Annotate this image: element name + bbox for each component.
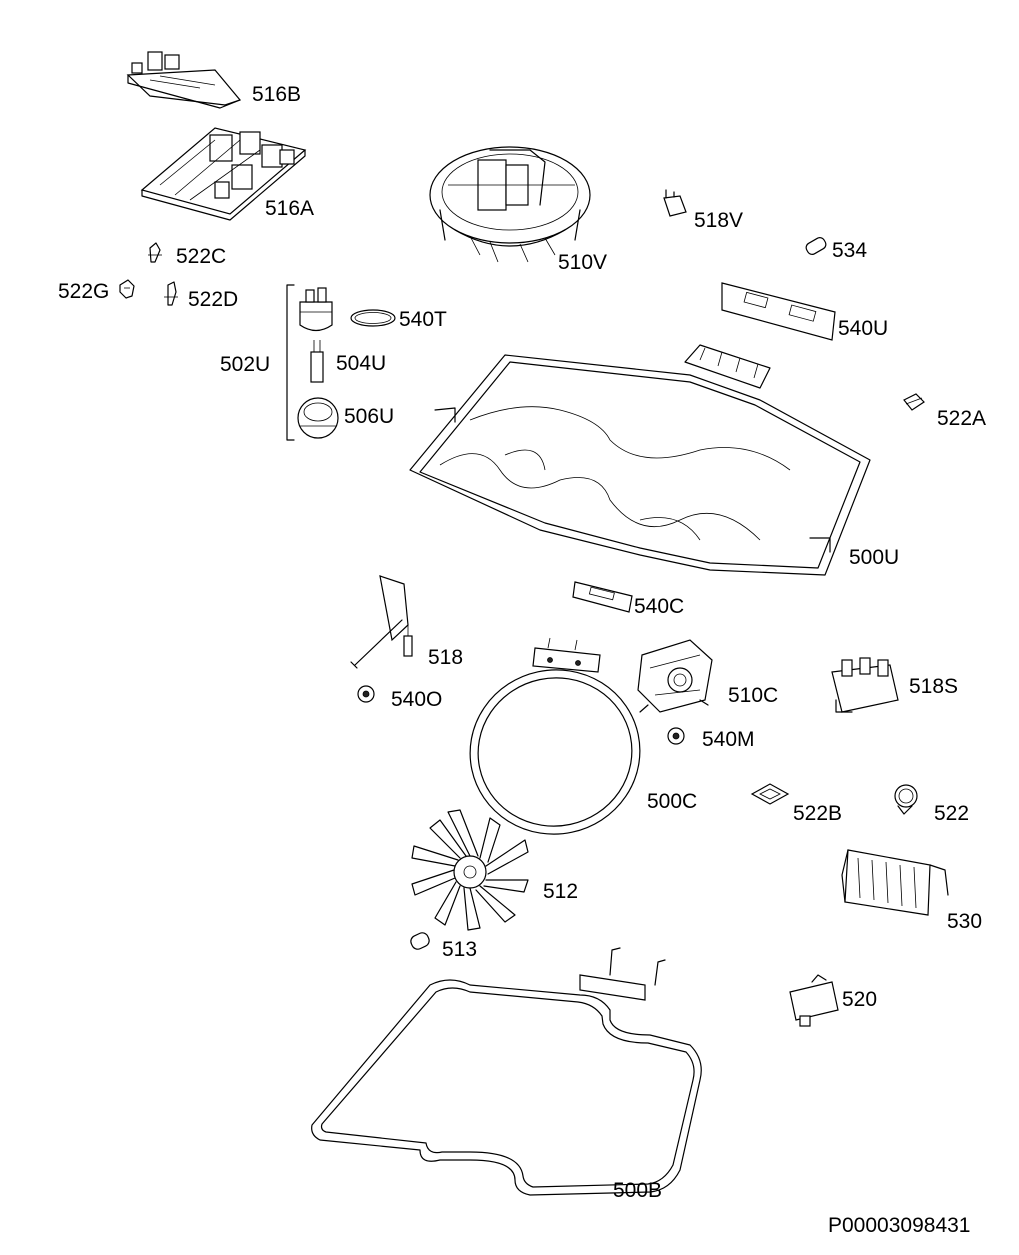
part-506u-lamp-cover — [297, 397, 339, 439]
label-513: 513 — [442, 938, 477, 961]
diagram-code: P00003098431 — [828, 1214, 970, 1237]
label-506u: 506U — [344, 405, 394, 428]
label-512: 512 — [543, 880, 578, 903]
part-520-switch — [789, 974, 839, 1027]
label-540t: 540T — [399, 308, 447, 331]
label-522: 522 — [934, 802, 969, 825]
label-500b: 500B — [613, 1179, 662, 1202]
part-518-thermostat-probe — [350, 575, 413, 669]
label-522c: 522C — [176, 245, 226, 268]
label-516a: 516A — [265, 197, 314, 220]
part-500c-ring-element — [469, 637, 641, 835]
part-518v-thermostat — [663, 189, 687, 217]
label-540m: 540M — [702, 728, 755, 751]
part-522-clamp — [894, 784, 918, 815]
part-540u-gasket-plate — [721, 282, 836, 341]
part-540t-gasket — [350, 309, 396, 327]
part-516a-main-board — [140, 127, 307, 221]
part-500b-bottom-element — [311, 947, 702, 1196]
part-lamp-holder — [299, 287, 333, 332]
part-522g-clip — [119, 279, 135, 299]
label-518s: 518S — [909, 675, 958, 698]
part-510v-cooling-fan — [429, 146, 591, 263]
part-504u-lamp-bulb — [310, 340, 324, 383]
label-504u: 504U — [336, 352, 386, 375]
part-540m-grommet — [667, 727, 685, 745]
label-534: 534 — [832, 239, 867, 262]
label-522b: 522B — [793, 802, 842, 825]
bracket-502u — [286, 284, 295, 441]
label-540u: 540U — [838, 317, 888, 340]
label-500c: 500C — [647, 790, 697, 813]
label-522a: 522A — [937, 407, 986, 430]
part-540c-gasket — [572, 581, 633, 613]
part-522d-clip — [164, 281, 178, 306]
label-510c: 510C — [728, 684, 778, 707]
label-502u: 502U — [220, 353, 270, 376]
label-500u: 500U — [849, 546, 899, 569]
label-530: 530 — [947, 910, 982, 933]
label-520: 520 — [842, 988, 877, 1011]
part-530-terminal-block — [841, 849, 949, 916]
label-516b: 516B — [252, 83, 301, 106]
label-510v: 510V — [558, 251, 607, 274]
label-518: 518 — [428, 646, 463, 669]
part-522c-clip — [148, 242, 162, 263]
label-540c: 540C — [634, 595, 684, 618]
label-522g: 522G — [58, 280, 109, 303]
part-510c-fan-motor — [637, 639, 713, 713]
part-522a-clip — [903, 393, 925, 411]
part-522b-clip — [750, 783, 790, 805]
part-513-nut — [410, 932, 430, 950]
label-540o: 540O — [391, 688, 442, 711]
part-518s-safety-thermostat — [831, 657, 899, 713]
part-516b-control-board — [126, 51, 242, 109]
part-512-fan-blade — [411, 809, 529, 931]
part-500u-grill-element — [409, 344, 871, 576]
label-522d: 522D — [188, 288, 238, 311]
part-534-spacer — [805, 237, 827, 255]
label-518v: 518V — [694, 209, 743, 232]
part-540o-grommet — [357, 685, 375, 703]
